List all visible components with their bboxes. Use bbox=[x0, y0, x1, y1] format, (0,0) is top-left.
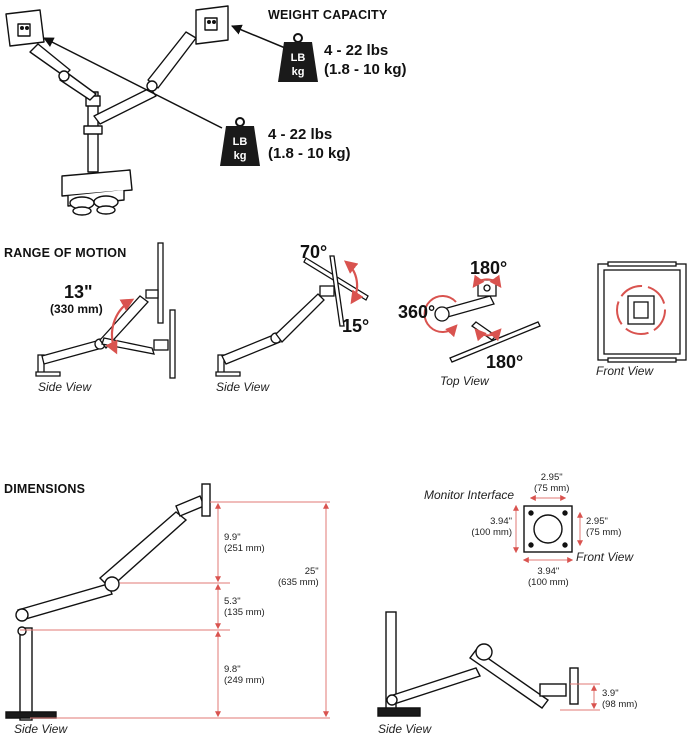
dim-side-view-2-caption: Side View bbox=[378, 722, 432, 736]
pan-bottom-arrow bbox=[474, 328, 502, 342]
svg-text:LB: LB bbox=[233, 136, 248, 148]
rotate-label: 360° bbox=[398, 302, 436, 322]
svg-text:kg: kg bbox=[292, 66, 305, 78]
pan-top-label: 180° bbox=[470, 258, 508, 278]
vesa-top-in: 2.95" bbox=[540, 472, 563, 483]
dim-3-mm: (249 mm) bbox=[224, 675, 265, 686]
rotate-circle-arrow bbox=[616, 285, 666, 335]
capacity-arrow-left bbox=[43, 37, 223, 129]
rom-top-view-caption: Top View bbox=[440, 374, 489, 388]
pan-bottom-label: 180° bbox=[486, 352, 524, 372]
offset-mm: (98 mm) bbox=[602, 699, 638, 710]
weight-capacity-heading: WEIGHT CAPACITY bbox=[268, 8, 388, 22]
vesa-left: 3.94" (100 mm) bbox=[468, 516, 512, 538]
svg-text:kg: kg bbox=[234, 150, 247, 162]
capacity-kg-2: (1.8 - 10 kg) bbox=[268, 145, 351, 162]
dim-2-in: 5.3" bbox=[224, 596, 241, 607]
vesa-top: 2.95" (75 mm) bbox=[534, 472, 569, 494]
weight-icon: LB kg bbox=[220, 117, 260, 166]
dim-total-in: 25" bbox=[304, 566, 319, 577]
dim-1: 9.9" (251 mm) bbox=[224, 532, 265, 554]
weight-icon: LB kg bbox=[278, 33, 318, 82]
dim-2: 5.3" (135 mm) bbox=[224, 596, 265, 618]
dim-3: 9.8" (249 mm) bbox=[224, 664, 265, 686]
dimension-side-view-2 bbox=[377, 611, 579, 717]
dim-3-in: 9.8" bbox=[224, 664, 241, 675]
vesa-bottom-mm: (100 mm) bbox=[528, 577, 569, 588]
tilt-down-label: 15° bbox=[342, 316, 370, 336]
vesa-right-mm: (75 mm) bbox=[586, 527, 622, 538]
top-view-illustration bbox=[434, 279, 541, 363]
front-view-illustration bbox=[597, 261, 687, 363]
rom-side-view-1-caption: Side View bbox=[38, 380, 92, 394]
tilt-up-label: 70° bbox=[300, 242, 328, 262]
pan-top-arrow bbox=[472, 274, 502, 288]
lift-mm-label: (330 mm) bbox=[50, 302, 103, 316]
vesa-dimension-lines bbox=[513, 495, 583, 563]
tilt-range-arrow bbox=[343, 260, 364, 305]
dim-total: 25" (635 mm) bbox=[278, 566, 319, 588]
vesa-top-mm: (75 mm) bbox=[534, 483, 570, 494]
lift-inches-label: 13" bbox=[64, 282, 93, 302]
capacity-lbs-1: 4 - 22 lbs bbox=[324, 42, 389, 59]
range-of-motion-heading: RANGE OF MOTION bbox=[4, 246, 127, 260]
svg-text:LB: LB bbox=[291, 52, 306, 64]
capacity-arrow-right bbox=[231, 24, 291, 51]
offset-in: 3.9" bbox=[602, 688, 619, 699]
rom-front-view-caption: Front View bbox=[596, 364, 654, 378]
dim-total-mm: (635 mm) bbox=[278, 577, 319, 588]
dim-1-in: 9.9" bbox=[224, 532, 241, 543]
offset-dim: 3.9" (98 mm) bbox=[602, 688, 637, 710]
front-view-caption: Front View bbox=[576, 550, 634, 564]
dim-1-mm: (251 mm) bbox=[224, 543, 265, 554]
vesa-right: 2.95" (75 mm) bbox=[586, 516, 621, 538]
dimensions-heading: DIMENSIONS bbox=[4, 482, 86, 496]
dual-monitor-arm-illustration bbox=[5, 5, 229, 216]
capacity-lbs-2: 4 - 22 lbs bbox=[268, 126, 333, 143]
vesa-bottom-in: 3.94" bbox=[537, 566, 560, 577]
rom-side-view-2-caption: Side View bbox=[216, 380, 270, 394]
dimension-lines bbox=[20, 501, 330, 719]
capacity-kg-1: (1.8 - 10 kg) bbox=[324, 61, 407, 78]
vesa-left-in: 3.94" bbox=[490, 516, 512, 527]
dim-side-view-1-caption: Side View bbox=[14, 722, 68, 736]
monitor-interface-label: Monitor Interface bbox=[424, 488, 515, 502]
offset-dimension-lines bbox=[560, 683, 600, 711]
dimension-side-view-1 bbox=[5, 483, 211, 721]
vesa-right-in: 2.95" bbox=[586, 516, 608, 527]
vesa-left-mm: (100 mm) bbox=[471, 527, 512, 538]
rotate-360-arrow bbox=[423, 295, 458, 338]
vesa-plate bbox=[523, 505, 573, 553]
dim-2-mm: (135 mm) bbox=[224, 607, 265, 618]
lift-range-arrow bbox=[105, 298, 135, 355]
vesa-bottom: 3.94" (100 mm) bbox=[528, 566, 569, 588]
